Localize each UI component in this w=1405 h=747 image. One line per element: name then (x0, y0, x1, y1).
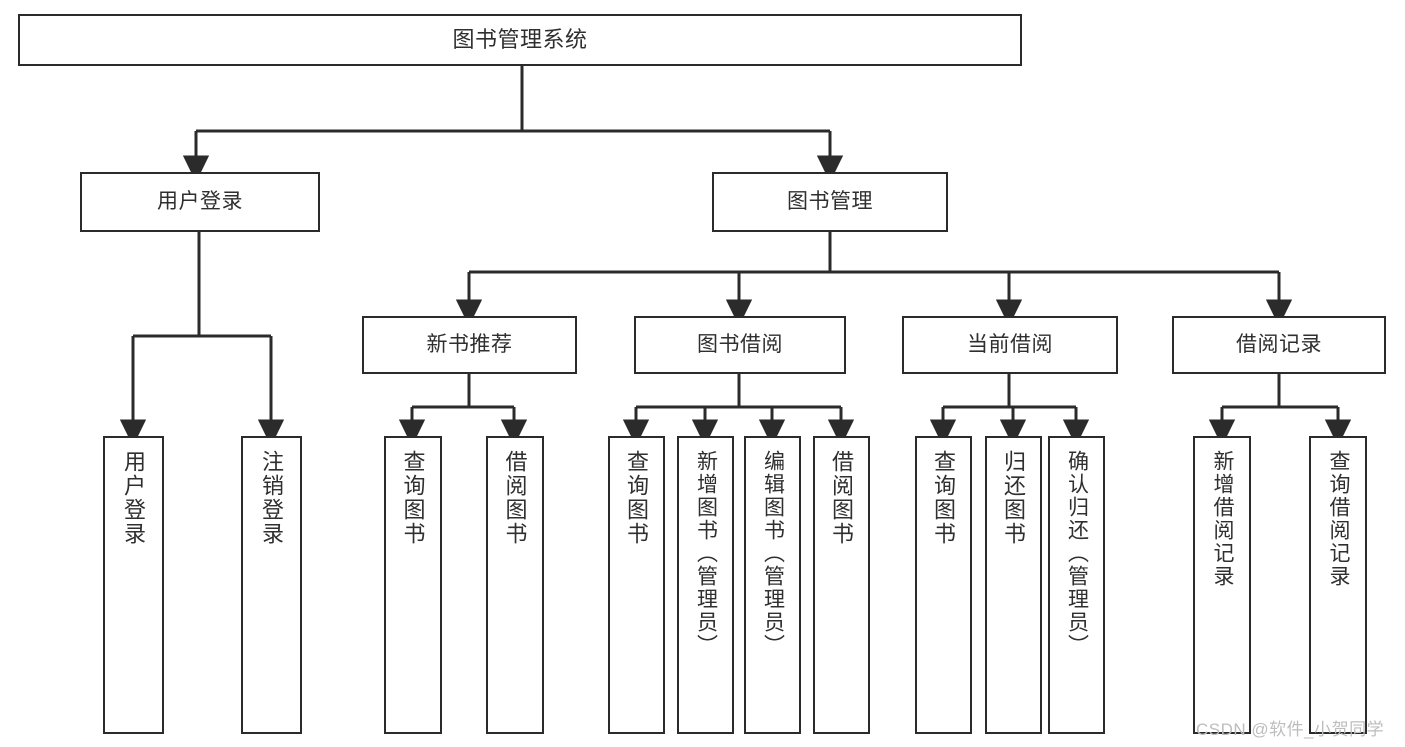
node-leaf-cb-return[interactable]: 归还图书 (985, 436, 1042, 734)
node-leaf-bb-add[interactable]: 新增图书（管理员） (677, 436, 734, 734)
node-leaf-bb-edit-label: 编辑图书（管理员） (761, 450, 785, 657)
node-leaf-bb-add-label: 新增图书（管理员） (694, 450, 718, 657)
node-book-borrow-label: 图书借阅 (697, 332, 783, 356)
node-leaf-bb-edit[interactable]: 编辑图书（管理员） (744, 436, 801, 734)
node-leaf-user-login-label: 用户登录 (121, 450, 147, 546)
node-leaf-user-login[interactable]: 用户登录 (103, 436, 164, 734)
node-borrow-record-label: 借阅记录 (1236, 332, 1322, 356)
node-leaf-bb-query[interactable]: 查询图书 (608, 436, 665, 734)
node-leaf-cb-query[interactable]: 查询图书 (915, 436, 972, 734)
node-leaf-cb-confirm-label: 确认归还（管理员） (1065, 450, 1089, 657)
node-leaf-br-add-label: 新增借阅记录 (1211, 450, 1235, 588)
node-leaf-user-logout[interactable]: 注销登录 (241, 436, 302, 734)
node-current-borrow[interactable]: 当前借阅 (902, 316, 1118, 374)
node-book-mgmt-label: 图书管理 (787, 189, 873, 213)
node-leaf-nb-query[interactable]: 查询图书 (384, 436, 442, 734)
node-leaf-user-logout-label: 注销登录 (259, 450, 285, 546)
node-leaf-nb-query-label: 查询图书 (400, 450, 426, 546)
node-leaf-br-query-label: 查询借阅记录 (1327, 450, 1351, 588)
node-leaf-bb-query-label: 查询图书 (624, 450, 650, 546)
node-book-borrow[interactable]: 图书借阅 (634, 316, 846, 374)
node-leaf-cb-query-label: 查询图书 (931, 450, 957, 546)
node-leaf-nb-borrow[interactable]: 借阅图书 (486, 436, 544, 734)
node-leaf-nb-borrow-label: 借阅图书 (502, 450, 528, 546)
node-leaf-br-add[interactable]: 新增借阅记录 (1193, 436, 1251, 734)
node-new-book-rec[interactable]: 新书推荐 (362, 316, 577, 374)
node-user-login-label: 用户登录 (157, 189, 243, 213)
node-borrow-record[interactable]: 借阅记录 (1172, 316, 1386, 374)
node-book-mgmt[interactable]: 图书管理 (712, 172, 948, 232)
node-leaf-bb-borrow-label: 借阅图书 (829, 450, 855, 546)
node-root[interactable]: 图书管理系统 (18, 14, 1022, 66)
node-root-label: 图书管理系统 (452, 27, 588, 53)
node-leaf-cb-confirm[interactable]: 确认归还（管理员） (1048, 436, 1105, 734)
node-new-book-rec-label: 新书推荐 (426, 332, 513, 356)
node-current-borrow-label: 当前借阅 (967, 332, 1053, 356)
node-leaf-cb-return-label: 归还图书 (1001, 450, 1027, 546)
node-leaf-br-query[interactable]: 查询借阅记录 (1309, 436, 1367, 734)
watermark: CSDN @软件_小贺同学 (1196, 720, 1385, 739)
node-leaf-bb-borrow[interactable]: 借阅图书 (813, 436, 870, 734)
node-user-login[interactable]: 用户登录 (80, 172, 320, 232)
